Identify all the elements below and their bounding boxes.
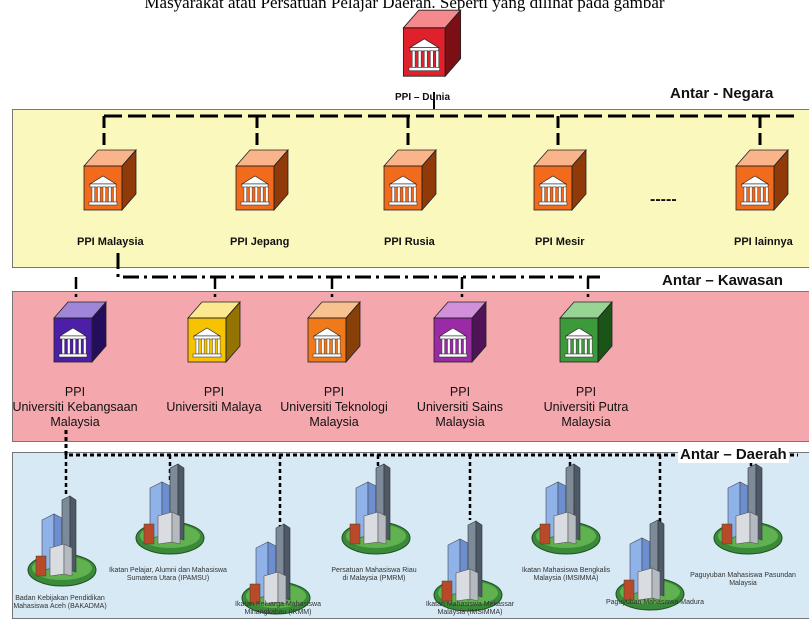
regional-label-line: Malaysia — [729, 580, 757, 587]
country-building-icon — [735, 149, 789, 211]
country-building-icon — [83, 149, 137, 211]
university-node-label: PPI Universiti Kebangsaan Malaysia — [0, 385, 150, 430]
university-node-label: PPI Universiti Sains Malaysia — [385, 385, 535, 430]
regional-tower-icon — [341, 463, 411, 555]
country-building-icon — [235, 149, 289, 211]
regional-node-label: Persatuan Mahasiswa Riau di Malaysia (PM… — [309, 567, 439, 583]
regional-label-line: Ikatan Keluarga Mahasiswa — [235, 601, 321, 608]
level-label-negara: Antar - Negara — [668, 85, 776, 102]
country-node-label: PPI Rusia — [384, 236, 435, 248]
regional-tower-icon — [27, 495, 97, 587]
regional-node-label: Ikatan Keluarga Mahasiswa Minangkabau (I… — [213, 601, 343, 617]
regional-label-line: Ikatan Mahasiswa Bengkalis — [521, 567, 611, 574]
university-label-line: Universiti Teknologi — [280, 400, 388, 414]
regional-tower-icon — [531, 463, 601, 555]
university-label-line: Malaysia — [50, 415, 100, 429]
regional-node-label: Badan Kebijakan Pendidikan Mahasiswa Ace… — [0, 595, 125, 611]
university-building-icon — [559, 301, 613, 363]
university-building-icon — [307, 301, 361, 363]
university-label-line: Universiti Sains — [416, 400, 504, 414]
university-label-line: Universiti Malaya — [166, 400, 262, 414]
country-building-icon — [533, 149, 587, 211]
university-label-line: Universiti Kebangsaan — [12, 400, 138, 414]
university-building-icon — [187, 301, 241, 363]
country-building-icon — [383, 149, 437, 211]
regional-label-line: Malaysia (IMSIMMA) — [437, 609, 503, 616]
regional-tower-icon — [615, 519, 685, 611]
regional-label-line: Persatuan Mahasiswa Riau — [331, 567, 417, 574]
regional-node-label: Paguyuban Mahasiswa Pasundan Malaysia — [678, 572, 808, 588]
university-label-line: PPI — [323, 385, 345, 399]
level-label-daerah: Antar – Daerah — [678, 446, 789, 463]
regional-node-label: Ikatan Pelajar, Alumni dan Mahasiswa Sum… — [103, 567, 233, 583]
university-building-icon — [53, 301, 107, 363]
regional-label-line: Badan Kebijakan Pendidikan — [15, 595, 105, 602]
top-building-icon — [402, 9, 462, 77]
intro-text: Masyarakat atau Persatuan Pelajar Daerah… — [144, 0, 665, 12]
university-label-line: Malaysia — [435, 415, 485, 429]
country-node-label: PPI Malaysia — [77, 236, 144, 248]
level-label-kawasan: Antar – Kawasan — [660, 272, 785, 289]
regional-tower-icon — [713, 463, 783, 555]
regional-label-line: Paguyuban Mahasiswa Madura — [605, 599, 705, 606]
country-node-label: PPI Jepang — [230, 236, 290, 248]
more-countries-ellipsis: ----- — [650, 191, 677, 208]
level-band-kawasan — [12, 291, 809, 442]
regional-tower-icon — [433, 520, 503, 612]
university-label-line: PPI — [203, 385, 225, 399]
university-label-line: PPI — [449, 385, 471, 399]
regional-label-line: Minangkabau (IKMM) — [244, 609, 312, 616]
university-label-line: Malaysia — [309, 415, 359, 429]
regional-node-label: Ikatan Mahasiswa Bengkalis Malaysia (IMS… — [501, 567, 631, 583]
regional-label-line: Mahasiswa Aceh (BAKADMA) — [13, 603, 107, 610]
regional-label-line: Ikatan Mahasiswa Mekassar — [425, 601, 515, 608]
university-node-label: PPI Universiti Putra Malaysia — [511, 385, 661, 430]
regional-node-label: Ikatan Mahasiswa Mekassar Malaysia (IMSI… — [405, 601, 535, 617]
university-label-line: Universiti Putra — [543, 400, 629, 414]
regional-label-line: Paguyuban Mahasiswa Pasundan — [690, 572, 796, 579]
regional-tower-icon — [135, 463, 205, 555]
country-node-label: PPI Mesir — [535, 236, 585, 248]
university-label-line: PPI — [64, 385, 86, 399]
university-node-label: PPI Universiti Malaya — [139, 385, 289, 415]
regional-label-line: Sumatera Utara (IPAMSU) — [126, 575, 210, 582]
regional-label-line: di Malaysia (PMRM) — [342, 575, 406, 582]
university-label-line: PPI — [575, 385, 597, 399]
regional-node-label: Paguyuban Mahasiswa Madura — [590, 599, 720, 607]
regional-label-line: Malaysia (IMSIMMA) — [533, 575, 599, 582]
university-building-icon — [433, 301, 487, 363]
country-node-label: PPI lainnya — [734, 236, 793, 248]
university-label-line: Malaysia — [561, 415, 611, 429]
university-node-label: PPI Universiti Teknologi Malaysia — [259, 385, 409, 430]
regional-label-line: Ikatan Pelajar, Alumni dan Mahasiswa — [109, 567, 227, 574]
top-node-label: PPI – Dunia — [395, 92, 451, 103]
